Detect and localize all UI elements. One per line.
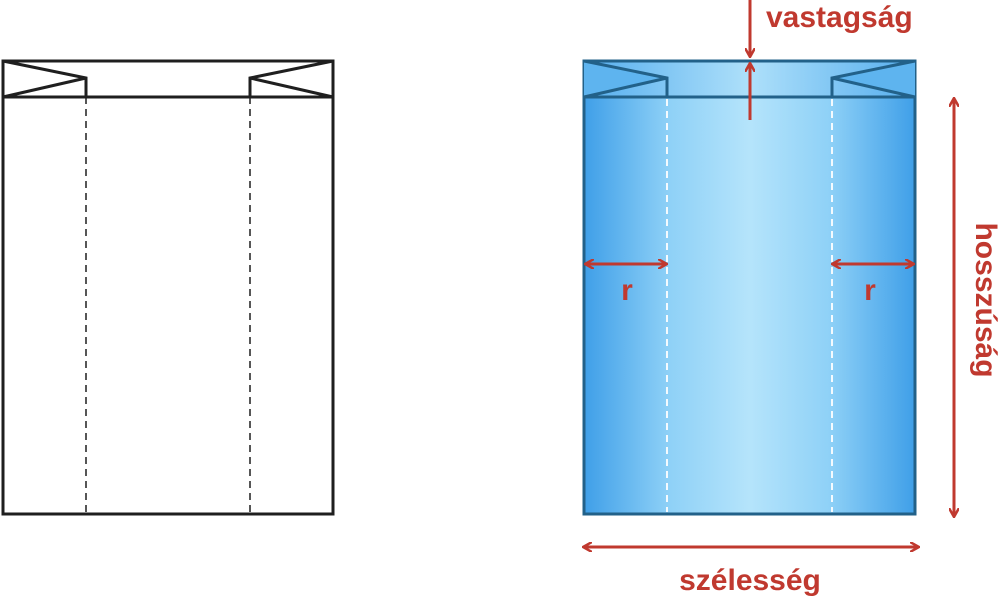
thickness-label: vastagság (766, 1, 913, 34)
colored-bag-left-gusset-fold (584, 61, 667, 97)
outline-bag-body (1, 95, 335, 516)
length-label: hosszúság (969, 222, 1001, 377)
gusset-right-label: r (864, 274, 876, 307)
width-label: szélesség (679, 564, 821, 597)
outline-bag (1, 59, 335, 516)
gusset-left-label: r (621, 274, 633, 307)
outline-bag-right-gusset-fold (248, 59, 334, 97)
colored-bag-right-gusset-fold (832, 61, 915, 97)
outline-bag-top-band (1, 59, 335, 99)
outline-bag-left-gusset-fold (2, 59, 88, 97)
colored-bag (582, 59, 917, 516)
colored-bag-body (582, 95, 917, 516)
